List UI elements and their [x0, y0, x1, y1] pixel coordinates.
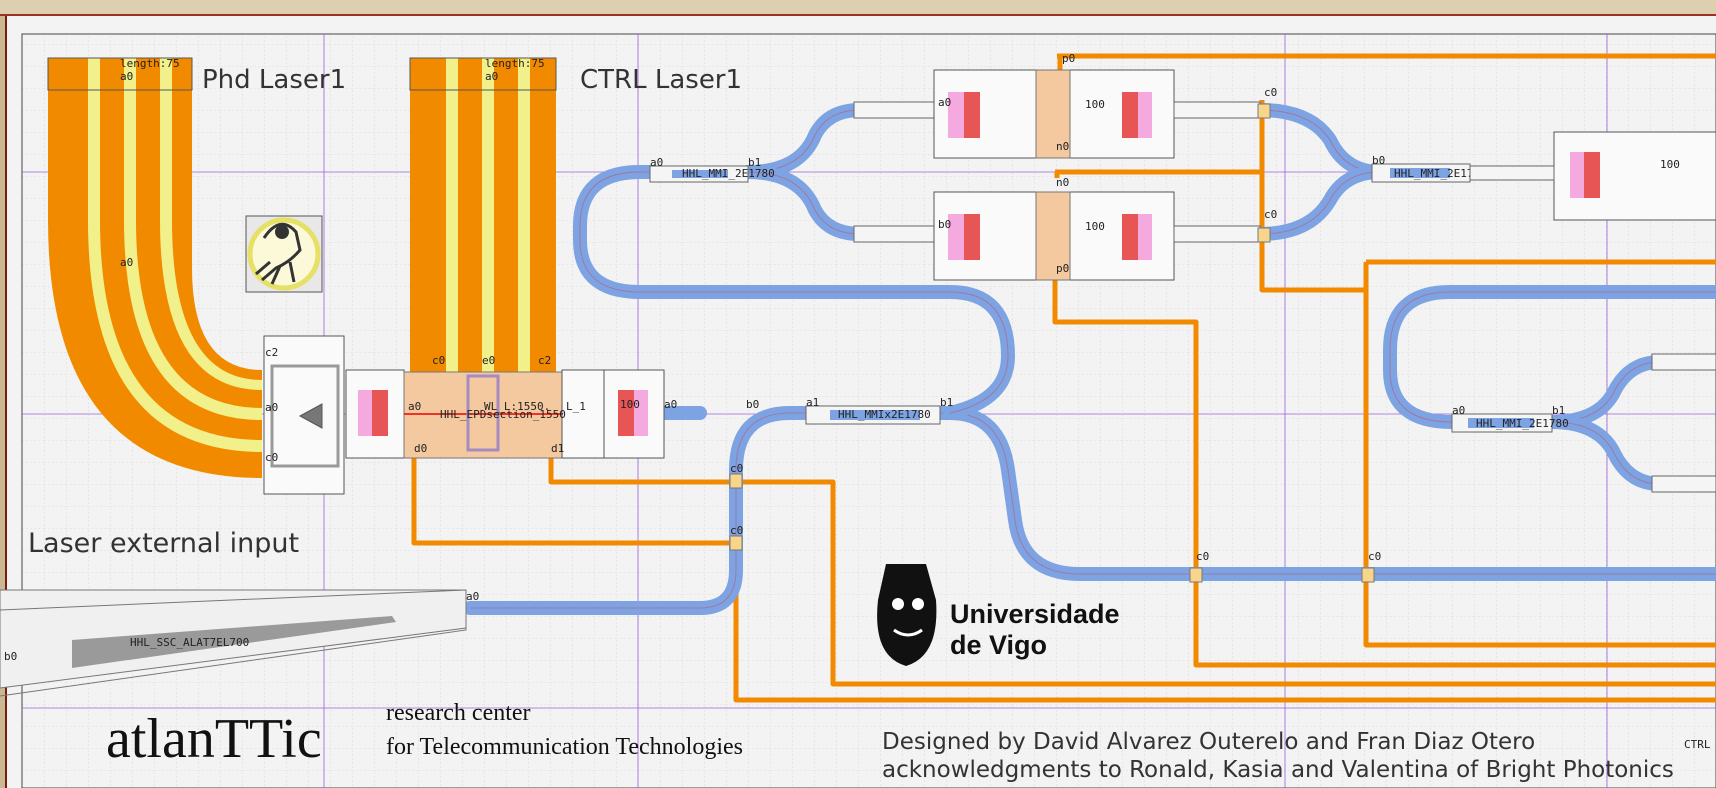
port-label: c2: [265, 346, 278, 359]
port-label: b0: [4, 650, 17, 663]
junctions: [729, 103, 1375, 583]
uvigo-logo: [877, 564, 937, 666]
component-row[interactable]: [345, 369, 665, 459]
port-label: b0: [1372, 154, 1385, 167]
photodiode-block[interactable]: [263, 335, 345, 495]
phd-laser-pad[interactable]: [47, 57, 262, 478]
mzi-arm-upper[interactable]: [853, 69, 1261, 159]
port-label: b0: [746, 398, 759, 411]
mmi-label: HHL_MMI_2E1780: [1394, 167, 1487, 180]
port-label: d1: [551, 442, 564, 455]
ssc-label: HHL_SSC_ALAT7EL700: [130, 636, 249, 649]
laser-external-title: Laser external input: [28, 528, 299, 559]
credits-line1: Designed by David Alvarez Outerelo and F…: [882, 729, 1535, 755]
port-label: p0: [1056, 262, 1069, 275]
mmi-splitter[interactable]: [649, 163, 1553, 433]
port-label: c2: [538, 354, 551, 367]
port-label: c0: [1368, 550, 1381, 563]
phd-laser-title: Phd Laser1: [202, 65, 346, 95]
soa-label: HHL_EPDsection_1550: [440, 408, 566, 421]
phase-value: 100: [1660, 158, 1680, 171]
port-label: a0: [1452, 404, 1465, 417]
research-center-line1: research center: [386, 700, 531, 726]
port-label: a0: [120, 256, 133, 269]
credits-line2: acknowledgments to Ronald, Kasia and Val…: [882, 757, 1674, 783]
port-label: c0: [265, 451, 278, 464]
wavelength-label: WL_L:1550.: [484, 400, 550, 413]
port-label: a1: [806, 396, 819, 409]
ctrl-laser-pad[interactable]: [409, 57, 557, 374]
port-label: c0: [730, 524, 743, 537]
ctrl-label-cut: CTRL: [1684, 738, 1711, 751]
right-component[interactable]: [1469, 131, 1716, 493]
mmi-label: HHL_MMI_2E1780: [1476, 417, 1569, 430]
port-label: a0: [938, 96, 951, 109]
research-center-line2: for Telecommunication Technologies: [386, 734, 743, 760]
port-label: c0: [432, 354, 445, 367]
port-label: a0: [408, 400, 421, 413]
port-label: a0: [664, 398, 677, 411]
spot-size-converter[interactable]: [0, 589, 467, 697]
waveguides: [463, 103, 1716, 615]
port-label: b1: [748, 156, 761, 169]
length-label: length:75: [485, 57, 545, 70]
phase-value: L_1: [566, 400, 586, 413]
port-label: b1: [1552, 404, 1565, 417]
canvas-frame: [21, 33, 1716, 788]
port-label: c0: [1264, 86, 1277, 99]
length-label: length:75: [120, 57, 180, 70]
phase-value: 100: [1085, 220, 1105, 233]
mmi-label: HHL_MMIx2E1780: [838, 408, 931, 421]
phase-value: 100: [1085, 98, 1105, 111]
ctrl-laser-title: CTRL Laser1: [580, 65, 742, 95]
port-label: d0: [414, 442, 427, 455]
port-label: a0: [120, 70, 133, 83]
atlanttic-logo: atlanTTic: [106, 708, 322, 770]
uvigo-name-1: Universidade: [950, 599, 1120, 629]
port-label: a0: [265, 401, 278, 414]
top-ruler: [0, 0, 1716, 16]
port-label: c0: [1264, 208, 1277, 221]
port-label: a0: [466, 590, 479, 603]
port-label: a0: [650, 156, 663, 169]
uvigo-name-2: de Vigo: [950, 630, 1047, 660]
port-label: a0: [485, 70, 498, 83]
mzi-arm-lower[interactable]: [853, 191, 1261, 281]
phase-value: 100: [620, 398, 640, 411]
port-label: b1: [940, 396, 953, 409]
port-label: n0: [1056, 140, 1069, 153]
port-label: e0: [482, 354, 495, 367]
left-ruler: [0, 16, 7, 788]
port-label: p0: [1062, 52, 1075, 65]
port-label: n0: [1056, 176, 1069, 189]
mmi-label: HHL_MMI_2E1780: [682, 167, 775, 180]
port-label: c0: [730, 462, 743, 475]
port-label: b0: [938, 218, 951, 231]
mascot-logo: [245, 215, 323, 293]
port-label: c0: [1196, 550, 1209, 563]
